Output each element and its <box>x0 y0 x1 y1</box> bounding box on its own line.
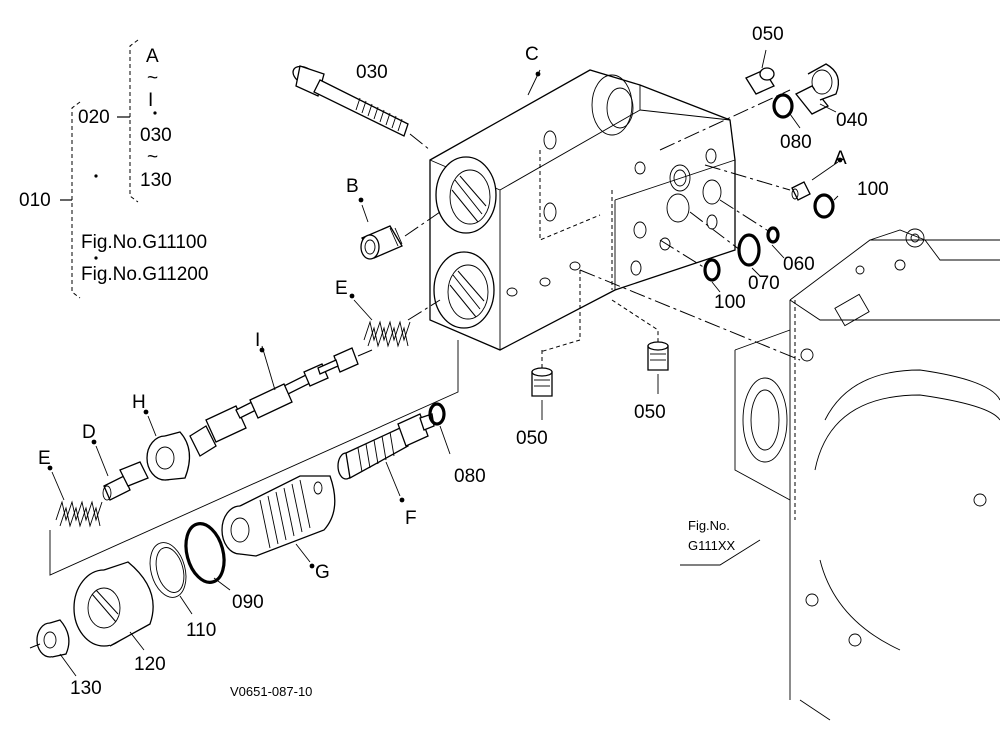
label-b: B <box>346 176 359 197</box>
drawing-code: V0651-087-10 <box>230 684 312 699</box>
label-080-mid: 080 <box>454 466 486 487</box>
label-c: C <box>525 44 539 65</box>
backup-ring-110 <box>149 542 187 598</box>
label-030: 030 <box>356 62 388 83</box>
label-e-lower: E <box>38 448 51 469</box>
label-080-top: 080 <box>780 132 812 153</box>
assembly-frame-line <box>49 340 459 576</box>
label-fig-g111xx: G111XX <box>688 538 736 553</box>
sleeve-g <box>221 475 336 557</box>
legend-010: 010 <box>19 190 51 211</box>
valve-block-c <box>429 69 736 353</box>
o-ring-100-right <box>813 193 835 219</box>
leader-dots <box>47 71 843 569</box>
label-060: 060 <box>783 254 815 275</box>
poppet-f <box>337 413 435 480</box>
legend-030: 030 <box>140 125 172 146</box>
label-070: 070 <box>748 273 780 294</box>
plug-a <box>791 181 811 201</box>
legend-range-i: I <box>148 90 153 111</box>
label-090: 090 <box>232 592 264 613</box>
label-f: F <box>405 508 417 529</box>
bolt-030 <box>292 65 431 151</box>
label-040: 040 <box>836 110 868 131</box>
label-050-lower: 050 <box>634 402 666 423</box>
legend-tilde: ~ <box>147 147 158 168</box>
legend-range-a: A <box>146 46 159 67</box>
o-ring-080-mid <box>428 402 446 426</box>
legend-fig-g11100: Fig.No.G11100 <box>81 232 207 253</box>
ring-h <box>146 431 191 481</box>
label-050-top: 050 <box>752 24 784 45</box>
label-i: I <box>255 330 260 351</box>
legend-bracket: 010 020 A ~ I 030 ~ 130 Fig.No.G11100 Fi… <box>19 39 208 299</box>
label-fig-no: Fig.No. <box>688 518 730 533</box>
plug-050-top <box>745 67 775 95</box>
label-050-middle: 050 <box>516 428 548 449</box>
label-100-mid: 100 <box>714 292 746 313</box>
label-e-upper: E <box>335 278 348 299</box>
legend-020: 020 <box>78 107 110 128</box>
pump-housing-outline <box>734 228 1000 721</box>
label-d: D <box>82 422 96 443</box>
label-a: A <box>834 148 847 169</box>
legend-fig-g11200: Fig.No.G11200 <box>81 264 208 285</box>
legend-tilde: ~ <box>147 68 158 89</box>
plug-b <box>360 211 441 260</box>
o-ring-070 <box>737 233 761 267</box>
label-110: 110 <box>186 620 216 641</box>
alignment-lines <box>51 49 839 677</box>
label-h: H <box>132 392 146 413</box>
label-g: G <box>315 562 330 583</box>
plug-050-middle <box>531 367 553 397</box>
label-120: 120 <box>134 654 166 675</box>
legend-dot <box>153 111 157 115</box>
spring-e-upper <box>363 299 441 348</box>
spring-e-lower <box>55 500 103 528</box>
spool-i <box>189 347 373 457</box>
label-100-right: 100 <box>857 179 889 200</box>
label-130: 130 <box>70 678 102 699</box>
cap-nut-120 <box>73 561 154 647</box>
legend-130: 130 <box>140 170 172 191</box>
nut-130 <box>29 619 70 658</box>
part-labels: C 030 B E I H D E F G 050 040 080 A 100 … <box>38 24 889 699</box>
legend-dot <box>94 174 98 178</box>
o-ring-080-top <box>772 93 794 119</box>
plug-050-lower <box>647 341 669 371</box>
plug-040 <box>794 63 840 115</box>
o-ring-100-mid <box>703 258 721 282</box>
o-ring-090 <box>184 522 226 584</box>
o-ring-060 <box>766 226 780 244</box>
valve-d <box>102 461 149 501</box>
legend-dot <box>94 256 98 260</box>
